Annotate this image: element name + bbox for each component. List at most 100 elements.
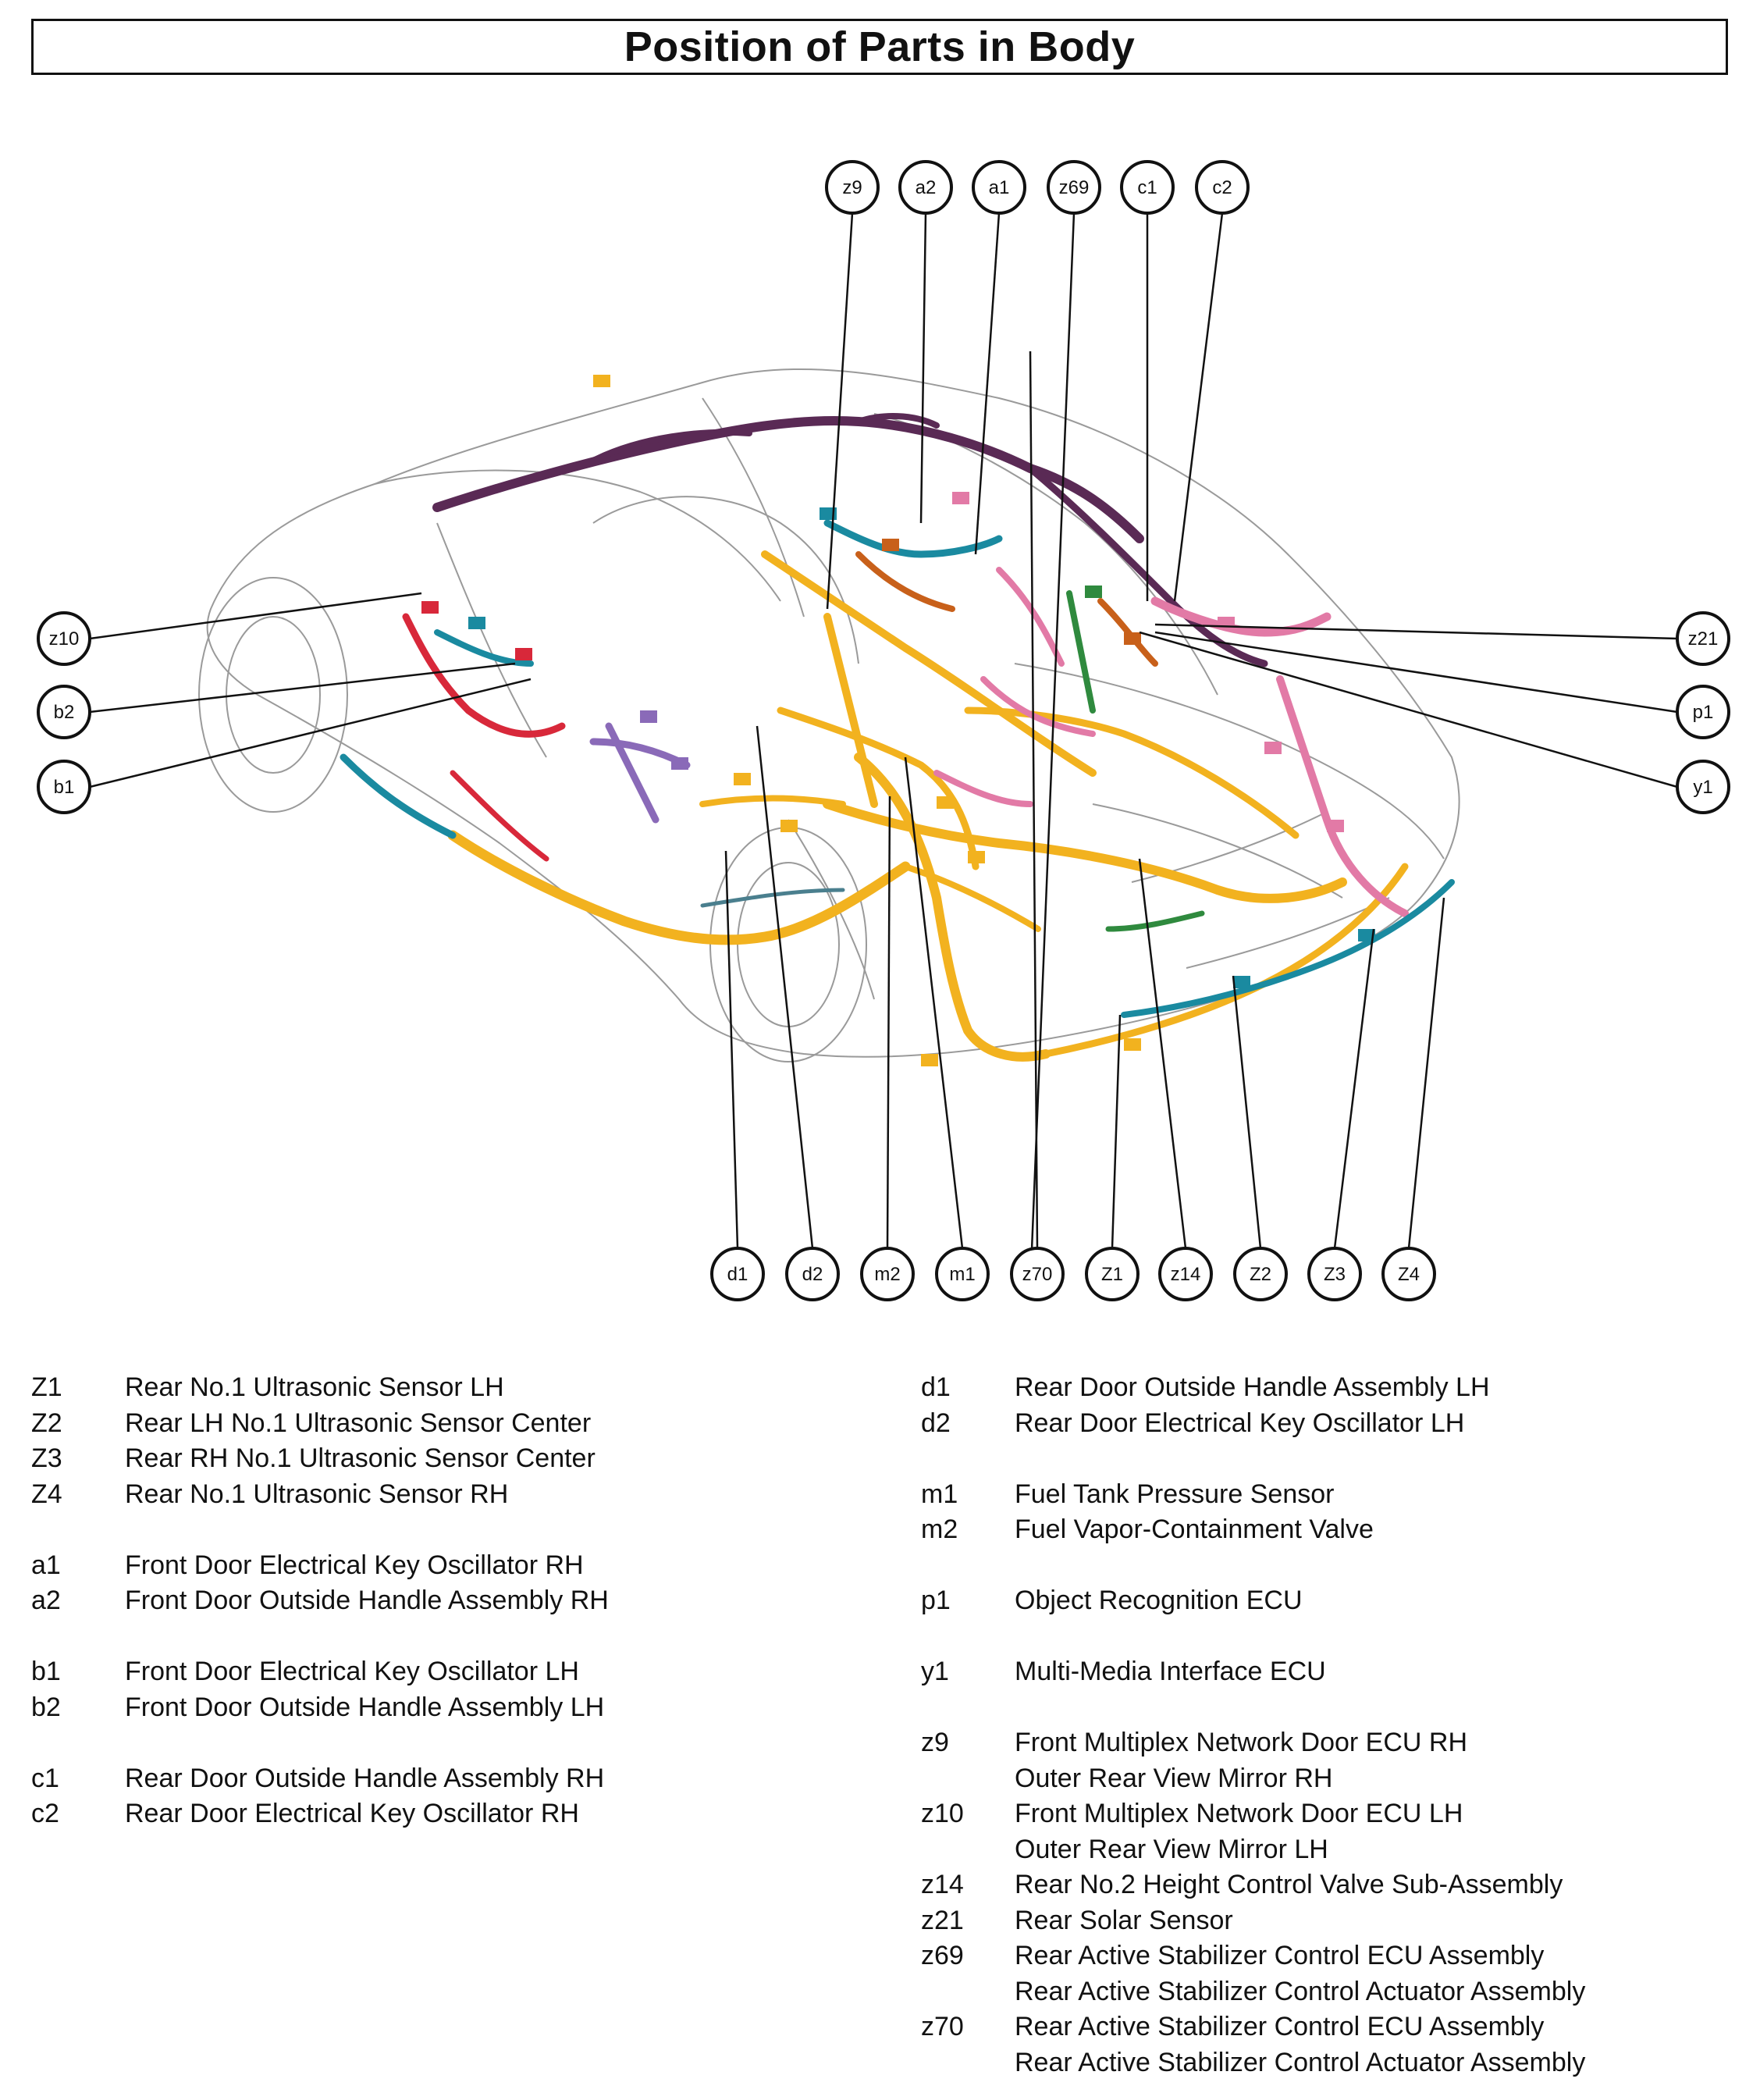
legend-description: Rear Active Stabilizer Control Actuator …	[1015, 2047, 1586, 2077]
callout-label: b1	[54, 777, 75, 798]
callout-label: d2	[802, 1264, 823, 1285]
legend-row: Rear Active Stabilizer Control Actuator …	[921, 2045, 1585, 2081]
leader-line-y1	[1139, 631, 1678, 788]
callout-circle	[1676, 760, 1730, 814]
callout-a1: a1	[972, 160, 1026, 215]
callout-label: m2	[874, 1264, 900, 1285]
legend-description: Rear Door Outside Handle Assembly RH	[125, 1763, 605, 1793]
callout-m2: m2	[860, 1247, 915, 1301]
legend-gap	[31, 1512, 609, 1548]
legend-description: Fuel Vapor-Containment Valve	[1015, 1514, 1374, 1544]
leader-line-z69	[1029, 212, 1076, 1289]
callout-label: a1	[989, 177, 1010, 198]
callout-circle	[1195, 160, 1250, 215]
legend-gap	[921, 1690, 1585, 1726]
callout-label: m1	[949, 1264, 975, 1285]
legend-code: Z1	[31, 1372, 62, 1402]
legend-description: Object Recognition ECU	[1015, 1586, 1303, 1615]
callout-circle	[1120, 160, 1175, 215]
legend-code: b2	[31, 1692, 61, 1722]
legend-gap	[921, 1619, 1585, 1655]
connector-blocks	[421, 375, 1375, 1066]
leader-line-b1	[89, 678, 532, 788]
leader-line-b2	[89, 662, 516, 714]
legend-code: a2	[31, 1586, 61, 1615]
callout-label: c1	[1137, 177, 1157, 198]
callout-circle	[935, 1247, 990, 1301]
legend-code	[921, 2045, 1015, 2081]
legend-description: Rear Door Electrical Key Oscillator LH	[1015, 1408, 1465, 1438]
legend-code: p1	[921, 1586, 951, 1615]
legend-row: Outer Rear View Mirror LH	[921, 1832, 1585, 1868]
callout-circle	[1307, 1247, 1362, 1301]
callout-circle	[898, 160, 953, 215]
callout-circle	[1233, 1247, 1288, 1301]
legend-gap	[31, 1619, 609, 1655]
callout-c1: c1	[1120, 160, 1175, 215]
legend-description: Rear LH No.1 Ultrasonic Sensor Center	[125, 1408, 592, 1438]
legend-row: Z2 Rear LH No.1 Ultrasonic Sensor Center	[31, 1406, 609, 1442]
callout-d2: d2	[785, 1247, 840, 1301]
legend-description: Rear Active Stabilizer Control Actuator …	[1015, 1976, 1586, 2006]
leader-line-Z2	[1232, 975, 1262, 1249]
callout-label: a2	[916, 177, 937, 198]
leader-line-z9	[826, 212, 854, 610]
legend-code: z14	[921, 1870, 964, 1899]
callout-label: z70	[1022, 1264, 1053, 1285]
leader-line-Z3	[1333, 928, 1375, 1249]
callout-z70: z70	[1010, 1247, 1065, 1301]
legend-description: Rear Solar Sensor	[1015, 1905, 1233, 1935]
callout-a2: a2	[898, 160, 953, 215]
legend-description: Rear No.1 Ultrasonic Sensor RH	[125, 1479, 509, 1509]
legend-description: Front Multiplex Network Door ECU RH	[1015, 1728, 1468, 1757]
callout-label: Z2	[1250, 1264, 1271, 1285]
callout-Z2: Z2	[1233, 1247, 1288, 1301]
callout-label: z14	[1171, 1264, 1201, 1285]
callout-label: p1	[1693, 702, 1714, 723]
legend-row: z9 Front Multiplex Network Door ECU RH	[921, 1725, 1585, 1761]
legend-gap	[31, 1725, 609, 1761]
legend-description: Rear Active Stabilizer Control ECU Assem…	[1015, 2012, 1545, 2041]
callout-label: b2	[54, 702, 75, 723]
legend-code: z10	[921, 1799, 964, 1828]
callout-label: Z1	[1101, 1264, 1123, 1285]
leader-line-Z1	[1111, 1014, 1122, 1249]
leader-line-a1	[974, 212, 1001, 555]
callout-label: Z4	[1398, 1264, 1420, 1285]
legend-code: Z2	[31, 1408, 62, 1438]
callout-z69: z69	[1047, 160, 1101, 215]
legend-code: Z3	[31, 1443, 62, 1473]
legend-code: z9	[921, 1728, 949, 1757]
leader-line-m1	[904, 756, 964, 1249]
car-outline	[198, 368, 1460, 1062]
callout-circle	[1676, 611, 1730, 666]
leader-line-z14	[1138, 858, 1187, 1249]
callout-circle	[37, 611, 91, 666]
leader-line-c2	[1173, 212, 1224, 602]
legend-description: Outer Rear View Mirror RH	[1015, 1763, 1333, 1793]
callout-label: z9	[842, 177, 862, 198]
legend-code: b1	[31, 1657, 61, 1686]
callout-label: d1	[727, 1264, 748, 1285]
leader-line-p1	[1154, 631, 1678, 714]
legend-description: Rear RH No.1 Ultrasonic Sensor Center	[125, 1443, 596, 1473]
callout-circle	[1010, 1247, 1065, 1301]
leader-line-z10	[89, 592, 422, 640]
callout-circle	[37, 760, 91, 814]
legend-description: Rear No.2 Height Control Valve Sub-Assem…	[1015, 1870, 1563, 1899]
callout-z9: z9	[825, 160, 880, 215]
legend-code: d1	[921, 1372, 951, 1402]
legend-code	[921, 1761, 1015, 1797]
leader-line-z70	[1029, 351, 1039, 1249]
